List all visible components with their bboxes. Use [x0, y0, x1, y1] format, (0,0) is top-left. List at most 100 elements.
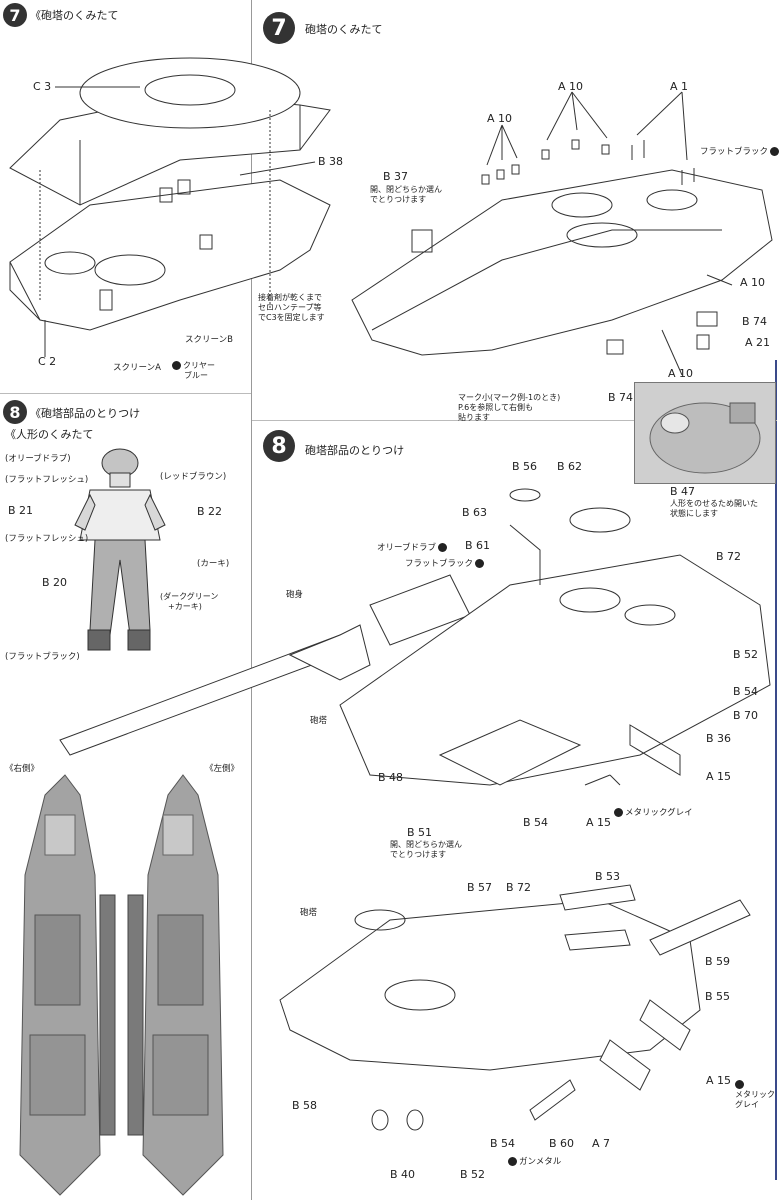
- dark-green-line-2: +カーキ): [168, 602, 202, 611]
- label-a10-bottom: A 10: [668, 367, 694, 380]
- label-olive-drab-b61: オリーブドラブ: [377, 541, 449, 553]
- label-a10-right: A 10: [740, 276, 766, 289]
- step-title-8-right: 砲塔部品のとりつけ: [305, 444, 405, 457]
- label-b38: B 38: [318, 155, 344, 168]
- divider-horizontal-right: [252, 420, 777, 421]
- label-clear-blue: クリヤー ブルー: [172, 361, 215, 381]
- label-b36: B 36: [706, 732, 732, 745]
- note-mark-line-1: マーク小(マーク例-1のとき): [458, 393, 561, 402]
- note-mark-line-2: P.6を参照して右側も: [458, 403, 533, 412]
- note-b47-line-2: 状態にします: [670, 509, 718, 518]
- metallic-gray-text: メタリックグレイ: [625, 808, 693, 818]
- clear-blue-line-2: ブルー: [184, 371, 208, 380]
- label-b48: B 48: [378, 771, 404, 784]
- hatch-detail-photo: [634, 382, 776, 484]
- label-a7: A 7: [592, 1137, 611, 1150]
- label-left-side: 《左側》: [205, 764, 240, 774]
- label-b62: B 62: [557, 460, 583, 473]
- turret-parts-drawing-top: [59, 488, 771, 786]
- label-b72-top: B 72: [716, 550, 742, 563]
- label-b54-bottom: B 54: [523, 816, 549, 829]
- label-b61: B 61: [465, 539, 491, 552]
- note-mark-line-3: 貼ります: [458, 413, 490, 422]
- paint-dot-icon: [438, 543, 447, 552]
- step-title-7-right: 砲塔のくみたて: [305, 23, 383, 36]
- paint-dot-icon: [475, 559, 485, 568]
- label-b54-bottom-section: B 54: [490, 1137, 516, 1150]
- flat-black-text-b61: フラットブラック: [405, 559, 474, 569]
- label-screen-b: スクリーンB: [185, 335, 233, 345]
- label-b70: B 70: [733, 709, 759, 722]
- label-a15-bottom: A 15: [586, 816, 612, 829]
- paint-dot-icon: [770, 147, 780, 156]
- label-c3: C 3: [33, 80, 52, 93]
- gunmetal-text: ガンメタル: [519, 1157, 562, 1167]
- label-b47: B 47: [670, 485, 696, 498]
- note-b51: 開、閉どちらか選ん でとりつけます: [390, 840, 462, 860]
- label-a21: A 21: [745, 336, 771, 349]
- label-flat-black-figure: (フラットブラック): [5, 652, 80, 662]
- label-b21: B 21: [8, 504, 34, 517]
- step-number-8-right: 8: [263, 430, 295, 462]
- metallic-gray-line-1: メタリック: [735, 1090, 775, 1099]
- label-dark-green: (ダークグリーン +カーキ): [160, 592, 218, 612]
- label-flat-flesh-1: (フラットフレッシュ): [5, 475, 89, 485]
- label-gunmetal: ガンメタル: [508, 1155, 561, 1167]
- turret-parts-drawing-bottom: [279, 884, 751, 1131]
- label-b22: B 22: [197, 505, 223, 518]
- note-b37-line-2: でとりつけます: [370, 195, 427, 204]
- note-b47-line-1: 人形をのせるため開いた: [670, 499, 758, 508]
- paint-dot-icon: [614, 808, 623, 817]
- label-barrel: 砲身: [286, 590, 304, 600]
- label-b51: B 51: [407, 826, 433, 839]
- note-b37: 開、閉どちらか選ん でとりつけます: [370, 185, 442, 205]
- step-subtitle-figure: 《人形のくみたて: [5, 428, 94, 441]
- label-b72-bottom: B 72: [506, 881, 532, 894]
- label-b74-right: B 74: [742, 315, 768, 328]
- dark-green-line-1: (ダークグリーン: [160, 592, 219, 601]
- label-b59: B 59: [705, 955, 731, 968]
- metallic-gray-line-2: グレイ: [735, 1100, 759, 1109]
- label-c2: C 2: [38, 355, 57, 368]
- turret-assembly-drawing-right: [351, 91, 773, 376]
- label-b57: B 57: [467, 881, 493, 894]
- step-number-7-left: 7: [3, 3, 27, 27]
- label-screen-a: スクリーンA: [113, 363, 161, 373]
- step-number-8-left: 8: [3, 400, 27, 424]
- label-flat-black-b61: フラットブラック: [405, 557, 486, 569]
- label-a10-top: A 10: [558, 80, 584, 93]
- label-b55: B 55: [705, 990, 731, 1003]
- olive-drab-text: オリーブドラブ: [377, 543, 436, 553]
- label-b52-bottom-section: B 52: [460, 1168, 486, 1181]
- note-b51-line-2: でとりつけます: [390, 850, 447, 859]
- label-flat-flesh-2: (フラットフレッシュ): [5, 534, 89, 544]
- label-turret-bottom: 砲塔: [300, 908, 318, 918]
- label-b58: B 58: [292, 1099, 318, 1112]
- label-red-brown: (レッドブラウン): [160, 472, 227, 482]
- label-metallic-gray-top: メタリックグレイ: [614, 806, 693, 818]
- label-b60: B 60: [549, 1137, 575, 1150]
- step-title-7-left: 《砲塔のくみたて: [30, 9, 119, 22]
- label-right-side: 《右側》: [5, 764, 40, 774]
- label-b52-top: B 52: [733, 648, 759, 661]
- paint-dot-icon: [735, 1080, 744, 1089]
- note-fix-line-1: 接着剤が乾くまで: [258, 293, 322, 302]
- paint-dot-icon: [508, 1157, 517, 1166]
- label-b40: B 40: [390, 1168, 416, 1181]
- label-b74-bottom: B 74: [608, 391, 634, 404]
- label-b56: B 56: [512, 460, 538, 473]
- label-a10-left: A 10: [487, 112, 513, 125]
- divider-right-edge: [775, 360, 777, 1180]
- note-fix-line-2: セロハンテープ等: [258, 303, 322, 312]
- label-a15-right: A 15: [706, 770, 732, 783]
- note-b37-line-1: 開、閉どちらか選ん: [370, 185, 442, 194]
- left-side-view: [127, 774, 224, 1196]
- label-a1: A 1: [670, 80, 689, 93]
- step-title-8-left: 《砲塔部品のとりつけ: [30, 407, 141, 420]
- label-olive-drab: (オリーブドラブ): [5, 454, 71, 464]
- note-fix-c3: 接着剤が乾くまで セロハンテープ等 でC3を固定します: [258, 293, 325, 323]
- flat-black-text: フラットブラック: [700, 147, 769, 157]
- label-b37: B 37: [383, 170, 409, 183]
- label-b53: B 53: [595, 870, 621, 883]
- divider-vertical: [251, 0, 252, 1200]
